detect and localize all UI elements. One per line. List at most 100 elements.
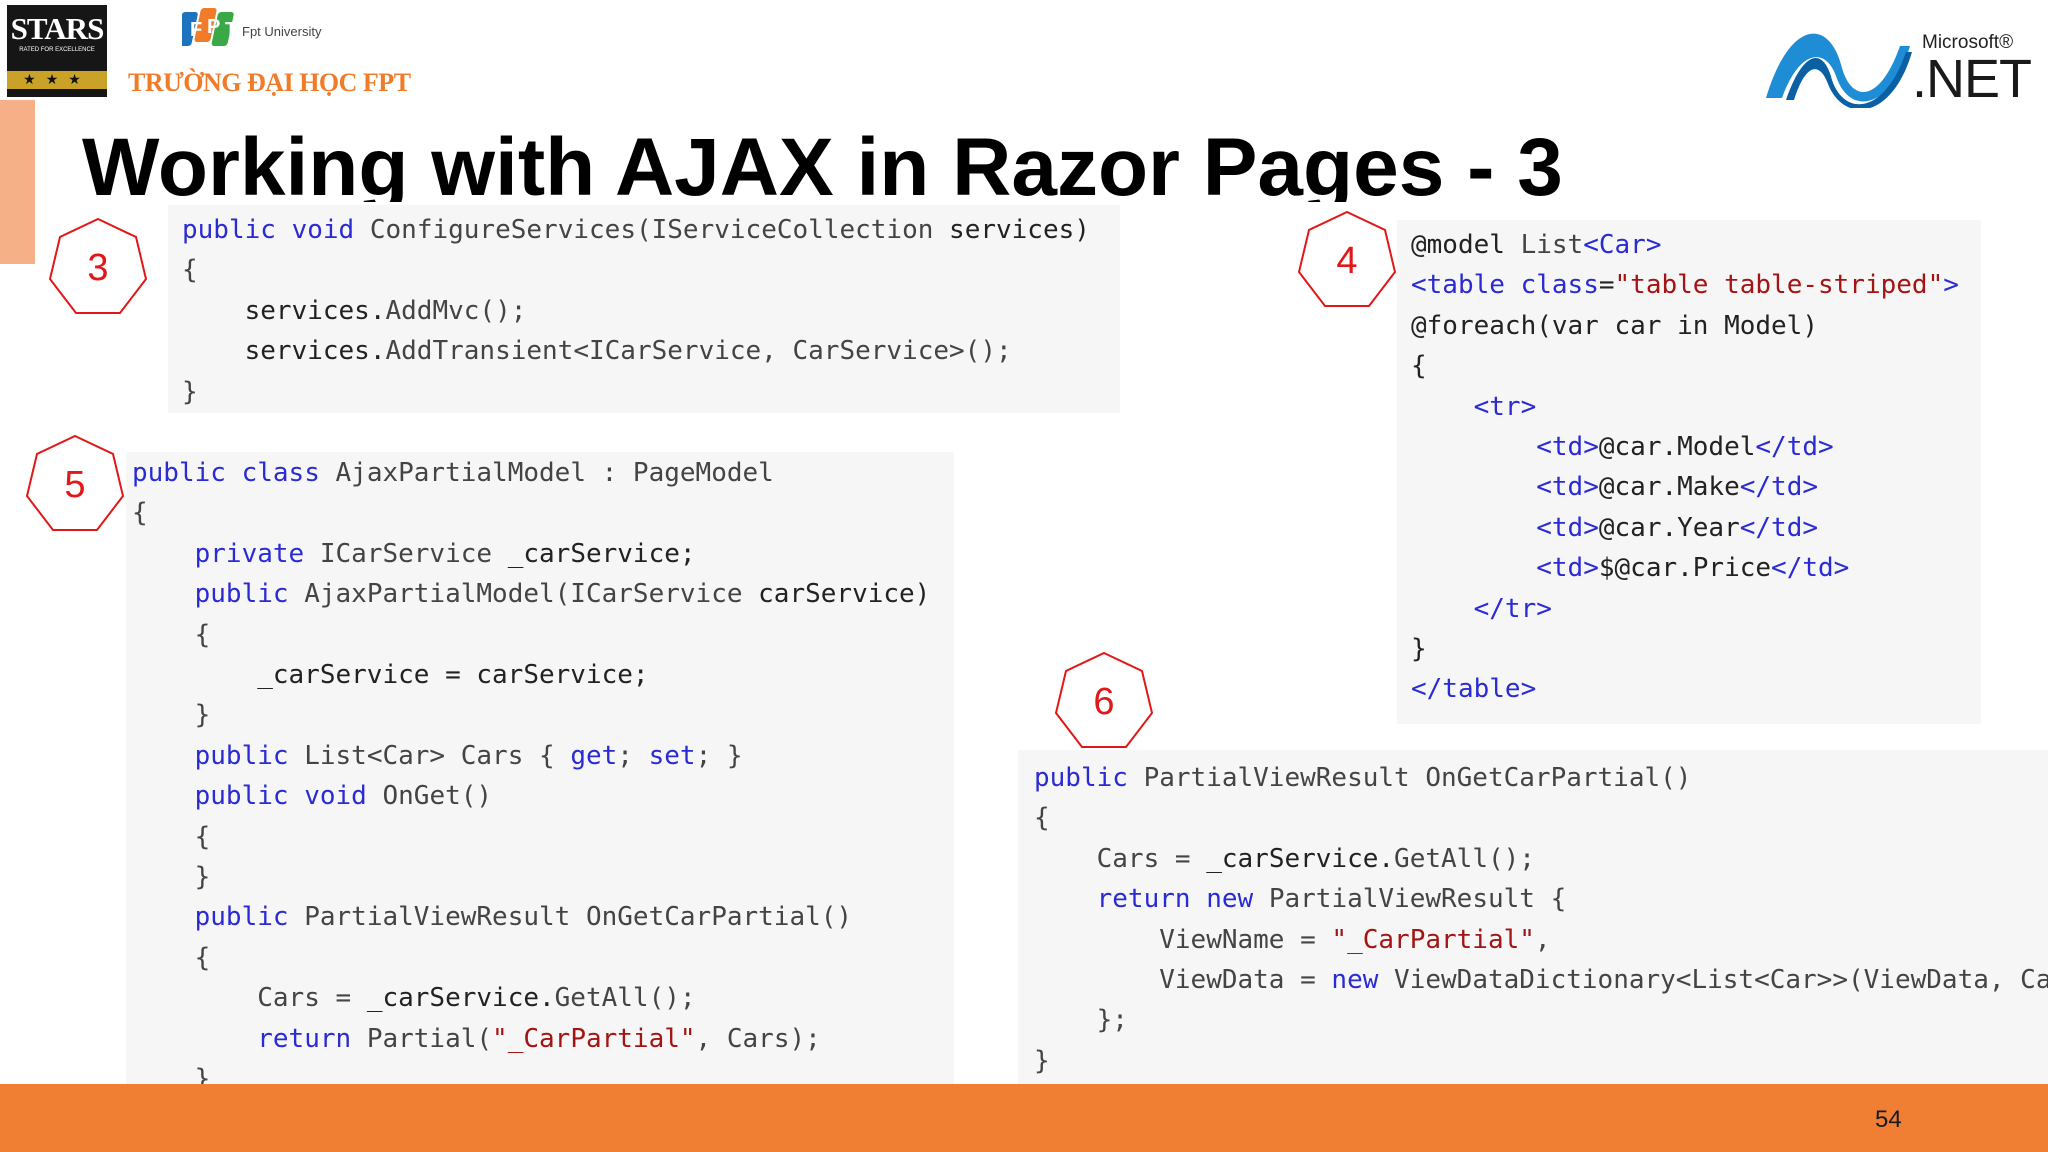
code-token: } xyxy=(132,862,211,893)
code-line: { xyxy=(132,822,211,852)
step-marker-6: 6 xyxy=(1053,651,1155,753)
code-line: public List<Car> Cars { get; set; } xyxy=(132,741,743,771)
svg-text:F: F xyxy=(190,19,202,41)
code-line: services.AddMvc(); xyxy=(182,295,527,326)
code-line: return Partial("_CarPartial", Cars); xyxy=(132,1024,821,1054)
code-token: </td> xyxy=(1771,553,1850,584)
code-token xyxy=(1505,270,1521,300)
code-token: _carService. xyxy=(366,983,555,1014)
code-token: <td> xyxy=(1536,553,1599,584)
code-line: </table> xyxy=(1411,674,1536,704)
code-token: }; xyxy=(1034,1005,1128,1036)
code-token: void xyxy=(304,781,367,812)
code-token: </td> xyxy=(1755,432,1834,463)
code-token xyxy=(289,902,305,932)
code-token xyxy=(354,215,370,245)
code-token: public xyxy=(194,740,289,771)
code-token: AjaxPartialModel : PageModel xyxy=(335,458,774,488)
code-token xyxy=(289,579,305,609)
code-token: services. xyxy=(182,295,386,326)
heptagon-icon xyxy=(48,217,148,314)
code-token: PartialViewResult OnGetCarPartial() xyxy=(304,902,853,933)
code-token: public xyxy=(194,902,289,933)
code-token: ICarService xyxy=(319,538,493,569)
code-token: OnGet() xyxy=(382,781,493,812)
code-token xyxy=(1411,513,1536,543)
code-panel-ajax-partial-model: public class AjaxPartialModel : PageMode… xyxy=(126,452,954,1140)
code-token: List xyxy=(1520,230,1584,260)
code-line: <td>$@car.Price</td> xyxy=(1411,553,1849,583)
code-token: AddMvc(); xyxy=(385,295,527,326)
code-token: new xyxy=(1331,965,1379,996)
stars-logo-text: STARS xyxy=(10,11,105,46)
code-token xyxy=(289,781,305,811)
code-token: @car.Year xyxy=(1598,512,1740,543)
stars-logo-band xyxy=(7,71,107,89)
heptagon-icon xyxy=(1054,651,1154,748)
code-token xyxy=(132,983,257,1013)
stars-logo-stars-icon: ★★★ xyxy=(23,71,91,87)
code-token xyxy=(304,539,320,569)
code-token xyxy=(132,781,195,811)
code-token: "_CarPartial" xyxy=(492,1023,696,1054)
code-token: { xyxy=(182,255,198,286)
fpt-school-name: TRƯỜNG ĐẠI HỌC FPT xyxy=(128,68,411,97)
code-line: return new PartialViewResult { xyxy=(1034,884,1567,915)
code-token: ; } xyxy=(695,740,743,771)
code-line: ViewName = "_CarPartial", xyxy=(1034,924,1550,955)
code-token xyxy=(1253,884,1269,914)
code-line: Cars = _carService.GetAll(); xyxy=(1034,844,1535,874)
code-line: </tr> xyxy=(1411,594,1552,624)
code-token: Cars = xyxy=(1096,843,1207,874)
code-token: <table xyxy=(1411,270,1505,301)
code-token: public xyxy=(132,458,226,488)
code-line: @model List<Car> xyxy=(1411,230,1661,260)
code-token: GetAll(); xyxy=(1394,843,1535,874)
code-line: public AjaxPartialModel(ICarService carS… xyxy=(132,579,931,609)
code-token: AddTransient<ICarService, CarService>(); xyxy=(385,336,1012,367)
stars-logo-subtext: RATED FOR EXCELLENCE xyxy=(19,47,95,53)
code-line: { xyxy=(132,943,211,973)
code-token: Partial( xyxy=(366,1023,493,1054)
code-token: ; xyxy=(617,740,649,771)
code-panel-on-get-car-partial: public PartialViewResult OnGetCarPartial… xyxy=(1018,750,2048,1086)
code-token: } xyxy=(1411,634,1427,665)
code-token xyxy=(351,1024,367,1054)
code-panel-razor-view: @model List<Car> <table class="table tab… xyxy=(1397,220,1981,724)
code-token: <td> xyxy=(1536,472,1599,503)
code-token xyxy=(132,1024,257,1054)
code-token: </tr> xyxy=(1473,593,1552,624)
code-token: </td> xyxy=(1739,512,1819,543)
code-line: } xyxy=(1411,634,1427,664)
heptagon-icon xyxy=(25,434,125,531)
code-token: { xyxy=(1411,351,1427,382)
code-token: @car.Model xyxy=(1598,432,1756,463)
code-token: get xyxy=(570,740,618,771)
code-token: "_CarPartial" xyxy=(1331,924,1535,955)
code-line: } xyxy=(132,700,211,730)
code-token xyxy=(320,458,336,488)
code-line: _carService = carService; xyxy=(132,660,648,690)
step-number: 4 xyxy=(1336,240,1358,282)
code-on-get-car-partial: public PartialViewResult OnGetCarPartial… xyxy=(1034,758,2048,1081)
code-token: new xyxy=(1206,884,1254,915)
code-token: _carService. xyxy=(1206,843,1395,874)
code-token xyxy=(276,215,292,245)
code-token: @car.Make xyxy=(1598,472,1740,503)
code-line: { xyxy=(132,498,148,528)
code-token xyxy=(1034,925,1159,955)
code-token xyxy=(1411,432,1536,462)
dotnet-text: .NET xyxy=(1912,49,2032,109)
fpt-logo-mark-icon: F P T xyxy=(182,8,237,46)
code-line: <td>@car.Model</td> xyxy=(1411,432,1834,463)
code-line: public class AjaxPartialModel : PageMode… xyxy=(132,458,774,488)
code-token: PartialViewResult OnGetCarPartial() xyxy=(1143,763,1692,793)
code-token: return xyxy=(1096,884,1191,915)
code-configure-services: public void ConfigureServices(IServiceCo… xyxy=(182,210,1090,412)
code-token: public xyxy=(194,781,289,812)
code-token: = xyxy=(1598,270,1615,301)
code-token: <td> xyxy=(1536,432,1599,463)
code-line: ViewData = new ViewDataDictionary<List<C… xyxy=(1034,965,2048,995)
code-line: { xyxy=(132,620,211,650)
code-line: } xyxy=(1034,1046,1050,1076)
